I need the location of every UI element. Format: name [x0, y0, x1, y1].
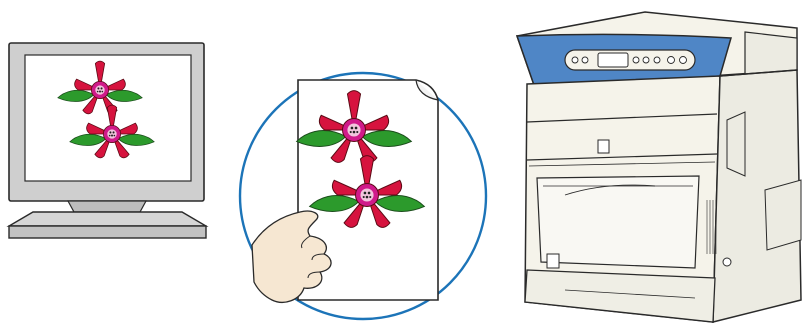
manual-feed-tray — [537, 176, 699, 268]
color-laser-printer-icon — [505, 0, 807, 328]
printed-page-drawing — [220, 0, 520, 328]
printed-page-icon — [220, 0, 520, 328]
monitor-drawing — [0, 0, 220, 328]
printer-drawing — [505, 0, 807, 328]
monitor-screen — [25, 55, 191, 181]
paper-drawer — [525, 270, 715, 322]
computer-monitor-icon — [0, 0, 220, 328]
